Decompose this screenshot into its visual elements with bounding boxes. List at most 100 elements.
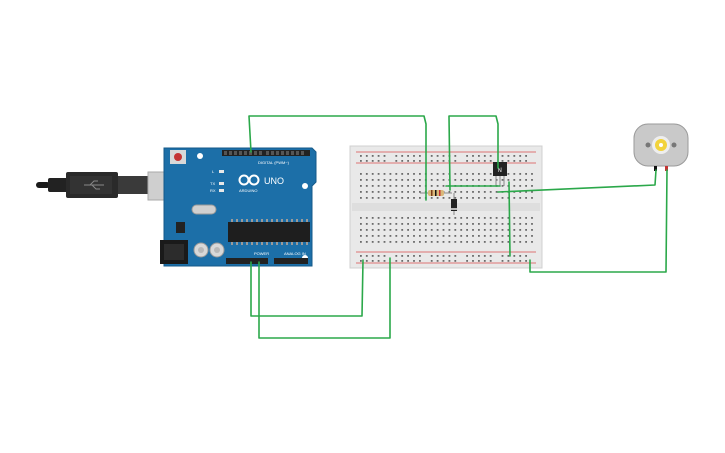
breadboard-hole[interactable] — [513, 160, 516, 162]
breadboard-hole[interactable] — [519, 217, 522, 219]
breadboard-hole[interactable] — [413, 260, 415, 262]
breadboard-hole[interactable] — [419, 185, 421, 187]
breadboard-hole[interactable] — [371, 191, 374, 193]
breadboard-hole[interactable] — [466, 217, 468, 219]
breadboard-hole[interactable] — [360, 185, 362, 187]
breadboard-hole[interactable] — [531, 197, 533, 199]
breadboard-hole[interactable] — [401, 255, 404, 257]
breadboard-hole[interactable] — [489, 155, 492, 157]
breadboard-hole[interactable] — [501, 217, 504, 219]
breadboard-hole[interactable] — [466, 160, 468, 162]
breadboard-hole[interactable] — [495, 229, 498, 231]
breadboard-hole[interactable] — [519, 185, 522, 187]
breadboard-hole[interactable] — [478, 217, 480, 219]
breadboard-hole[interactable] — [383, 179, 386, 181]
breadboard-hole[interactable] — [401, 223, 404, 225]
breadboard-hole[interactable] — [377, 229, 380, 231]
breadboard-hole[interactable] — [430, 160, 433, 162]
breadboard-hole[interactable] — [365, 255, 368, 257]
breadboard-hole[interactable] — [377, 197, 380, 199]
breadboard-hole[interactable] — [483, 191, 486, 193]
breadboard-hole[interactable] — [525, 260, 527, 262]
breadboard-hole[interactable] — [413, 241, 415, 243]
breadboard-hole[interactable] — [436, 160, 439, 162]
breadboard-hole[interactable] — [430, 235, 433, 237]
breadboard-hole[interactable] — [371, 160, 374, 162]
breadboard-hole[interactable] — [436, 173, 439, 175]
breadboard-hole[interactable] — [507, 160, 510, 162]
breadboard-hole[interactable] — [507, 241, 510, 243]
breadboard-hole[interactable] — [360, 223, 362, 225]
breadboard-hole[interactable] — [436, 179, 439, 181]
breadboard-hole[interactable] — [377, 160, 380, 162]
breadboard-hole[interactable] — [377, 185, 380, 187]
breadboard-hole[interactable] — [460, 241, 463, 243]
breadboard-hole[interactable] — [495, 191, 498, 193]
breadboard-hole[interactable] — [472, 160, 474, 162]
breadboard-hole[interactable] — [401, 179, 404, 181]
breadboard-hole[interactable] — [454, 179, 457, 181]
breadboard-hole[interactable] — [501, 223, 504, 225]
breadboard-hole[interactable] — [501, 160, 504, 162]
breadboard-hole[interactable] — [383, 173, 386, 175]
breadboard-hole[interactable] — [489, 255, 492, 257]
breadboard-hole[interactable] — [472, 155, 474, 157]
breadboard-hole[interactable] — [525, 197, 527, 199]
breadboard-hole[interactable] — [442, 260, 445, 262]
breadboard-hole[interactable] — [360, 241, 362, 243]
breadboard-hole[interactable] — [531, 235, 533, 237]
breadboard-hole[interactable] — [454, 223, 457, 225]
breadboard-hole[interactable] — [389, 173, 392, 175]
breadboard-hole[interactable] — [466, 191, 468, 193]
breadboard-hole[interactable] — [472, 173, 474, 175]
breadboard-hole[interactable] — [377, 191, 380, 193]
breadboard-hole[interactable] — [389, 217, 392, 219]
breadboard-hole[interactable] — [454, 191, 457, 193]
breadboard-hole[interactable] — [407, 235, 409, 237]
breadboard-hole[interactable] — [360, 229, 362, 231]
breadboard-hole[interactable] — [501, 260, 504, 262]
breadboard-hole[interactable] — [472, 255, 474, 257]
breadboard-hole[interactable] — [525, 191, 527, 193]
breadboard-hole[interactable] — [407, 223, 409, 225]
breadboard-hole[interactable] — [454, 241, 457, 243]
breadboard-hole[interactable] — [489, 173, 492, 175]
breadboard-hole[interactable] — [413, 160, 415, 162]
breadboard-hole[interactable] — [371, 260, 374, 262]
breadboard-hole[interactable] — [413, 179, 415, 181]
breadboard-hole[interactable] — [413, 255, 415, 257]
breadboard-hole[interactable] — [419, 191, 421, 193]
breadboard-hole[interactable] — [454, 235, 457, 237]
analog-header[interactable] — [274, 258, 308, 264]
breadboard-hole[interactable] — [360, 173, 362, 175]
breadboard-hole[interactable] — [377, 217, 380, 219]
breadboard-hole[interactable] — [419, 160, 421, 162]
breadboard-hole[interactable] — [424, 223, 427, 225]
breadboard-hole[interactable] — [495, 179, 498, 181]
breadboard-hole[interactable] — [436, 229, 439, 231]
breadboard-hole[interactable] — [454, 197, 457, 199]
breadboard-hole[interactable] — [419, 155, 421, 157]
dc-power-jack[interactable] — [160, 240, 188, 264]
breadboard-hole[interactable] — [401, 217, 404, 219]
breadboard-hole[interactable] — [424, 229, 427, 231]
breadboard-hole[interactable] — [365, 160, 368, 162]
breadboard-hole[interactable] — [436, 235, 439, 237]
breadboard-hole[interactable] — [531, 217, 533, 219]
breadboard-hole[interactable] — [472, 260, 474, 262]
breadboard-hole[interactable] — [360, 191, 362, 193]
breadboard-hole[interactable] — [519, 223, 522, 225]
breadboard-hole[interactable] — [472, 229, 474, 231]
breadboard-hole[interactable] — [436, 223, 439, 225]
breadboard-hole[interactable] — [365, 235, 368, 237]
breadboard-hole[interactable] — [424, 235, 427, 237]
breadboard-hole[interactable] — [448, 235, 451, 237]
breadboard-hole[interactable] — [413, 155, 415, 157]
breadboard-hole[interactable] — [466, 179, 468, 181]
breadboard-hole[interactable] — [413, 217, 415, 219]
breadboard-hole[interactable] — [442, 179, 445, 181]
breadboard-hole[interactable] — [389, 179, 392, 181]
breadboard-hole[interactable] — [371, 229, 374, 231]
breadboard-hole[interactable] — [401, 155, 404, 157]
breadboard-hole[interactable] — [383, 185, 386, 187]
